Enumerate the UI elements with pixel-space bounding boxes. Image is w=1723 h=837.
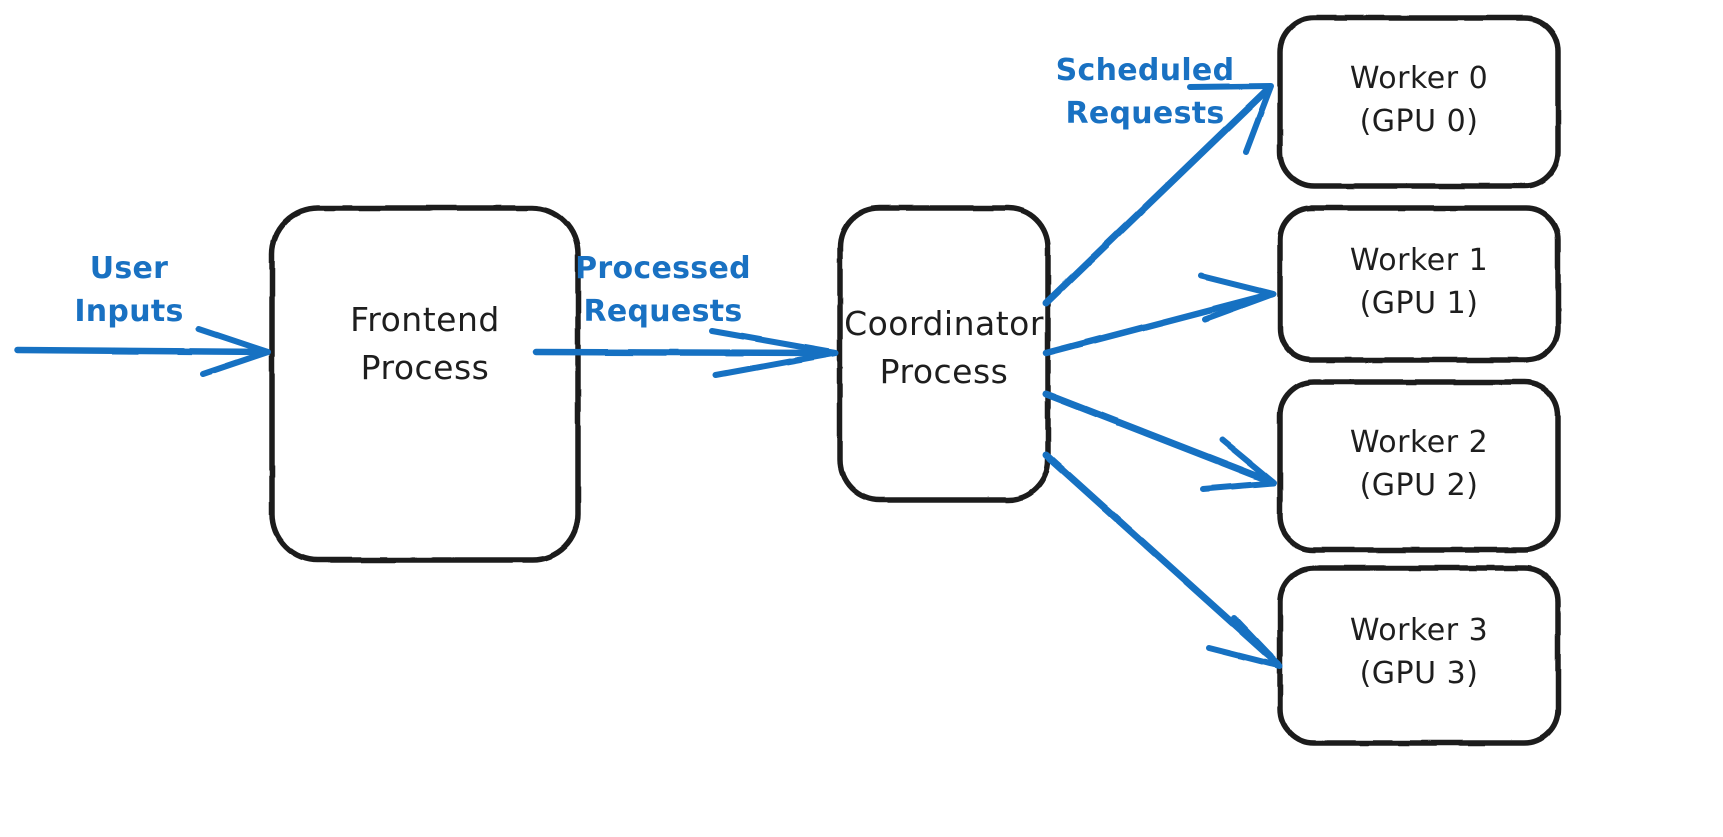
node-worker2[interactable] xyxy=(1277,379,1561,553)
node-worker0[interactable] xyxy=(1277,15,1561,189)
arrow-user-inputs-to-frontend xyxy=(14,326,271,377)
node-worker3[interactable] xyxy=(1277,565,1561,746)
arrow-frontend-to-coordinator xyxy=(532,328,839,378)
node-worker1[interactable] xyxy=(1277,205,1561,363)
node-frontend[interactable] xyxy=(269,205,581,563)
arrow-coordinator-to-worker2 xyxy=(1042,390,1277,492)
arrow-coordinator-to-worker0 xyxy=(1042,83,1274,307)
arrow-coordinator-to-worker1 xyxy=(1042,273,1276,357)
arrow-coordinator-to-worker3 xyxy=(1042,451,1283,669)
node-coordinator[interactable] xyxy=(837,205,1051,503)
